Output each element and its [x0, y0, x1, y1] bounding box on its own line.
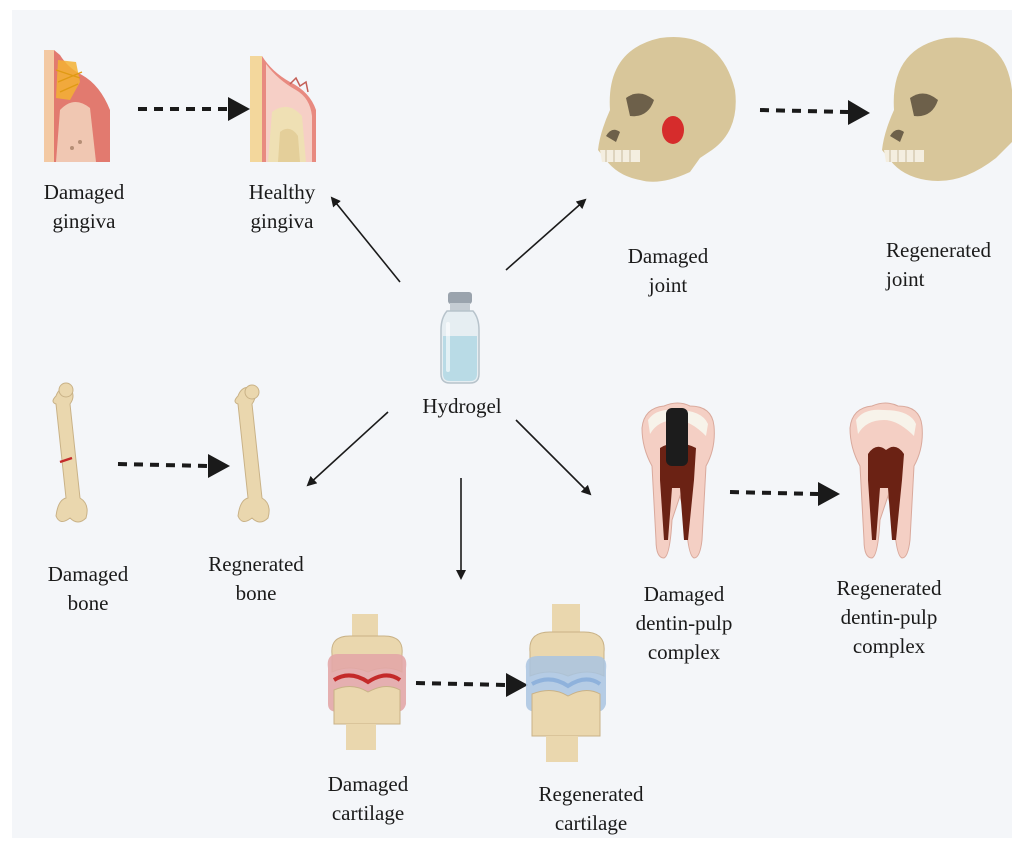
arrow-to-regnerated-bone [308, 412, 388, 485]
damaged-cartilage-label-line2: cartilage [308, 799, 428, 828]
regenerated-dentin-pulp-label: Regenerated dentin-pulp complex [824, 574, 954, 661]
regenerated-dentin-pulp-label-line2: dentin-pulp [824, 603, 954, 632]
damaged-bone-icon [53, 383, 87, 522]
cartilage-progression-arrow [416, 673, 528, 697]
regnerated-bone-label-line2: bone [196, 579, 316, 608]
regenerated-cartilage-label-line2: cartilage [528, 809, 654, 838]
dentin-pulp-progression-arrow [730, 482, 840, 506]
regenerated-joint-label: Regenerated joint [886, 236, 1006, 294]
damaged-cartilage-label-line1: Damaged [308, 770, 428, 799]
regenerated-cartilage-knee-icon [526, 604, 607, 762]
bone-progression-arrow [118, 454, 230, 478]
damaged-joint-label: Damaged joint [608, 242, 728, 300]
damaged-joint-label-line2: joint [608, 271, 728, 300]
damaged-dentin-pulp-tooth-icon [642, 403, 714, 558]
damaged-dentin-pulp-label-line3: complex [620, 638, 748, 667]
damaged-cartilage-label: Damaged cartilage [308, 770, 428, 828]
regnerated-bone-icon [235, 385, 269, 522]
arrow-to-damaged-dentin-pulp [516, 420, 590, 494]
damaged-bone-label-line1: Damaged [28, 560, 148, 589]
damaged-gingiva-label: Damaged gingiva [24, 178, 144, 236]
regnerated-bone-label-line1: Regnerated [196, 550, 316, 579]
healthy-gingiva-icon [250, 56, 316, 162]
damaged-joint-label-line1: Damaged [608, 242, 728, 271]
regenerated-cartilage-label-line1: Regenerated [528, 780, 654, 809]
damaged-dentin-pulp-label: Damaged dentin-pulp complex [620, 580, 748, 667]
arrow-to-healthy-gingiva [332, 198, 400, 282]
damaged-dentin-pulp-label-line1: Damaged [620, 580, 748, 609]
regenerated-joint-label-line1: Regenerated [886, 236, 1006, 265]
damaged-dentin-pulp-label-line2: dentin-pulp [620, 609, 748, 638]
healthy-gingiva-label-line2: gingiva [222, 207, 342, 236]
damaged-gingiva-icon [44, 50, 110, 162]
damaged-gingiva-label-line1: Damaged [24, 178, 144, 207]
arrow-to-damaged-joint [506, 200, 585, 270]
joint-progression-arrow [760, 100, 870, 125]
radial-arrows [308, 198, 590, 578]
regenerated-dentin-pulp-tooth-icon [850, 403, 922, 558]
damaged-bone-label: Damaged bone [28, 560, 148, 618]
hydrogel-label: Hydrogel [414, 392, 510, 421]
regnerated-bone-label: Regnerated bone [196, 550, 316, 608]
hydrogel-vial-icon [441, 292, 479, 383]
regenerated-joint-label-line2: joint [886, 265, 1006, 294]
healthy-gingiva-label-line1: Healthy [222, 178, 342, 207]
healthy-gingiva-label: Healthy gingiva [222, 178, 342, 236]
regenerated-cartilage-label: Regenerated cartilage [528, 780, 654, 838]
gingiva-progression-arrow [138, 97, 250, 121]
damaged-joint-skull-icon [598, 37, 736, 182]
regenerated-dentin-pulp-label-line3: complex [824, 632, 954, 661]
regenerated-joint-skull-icon [882, 37, 1012, 181]
damaged-cartilage-knee-icon [328, 614, 407, 750]
damaged-bone-label-line2: bone [28, 589, 148, 618]
damaged-gingiva-label-line2: gingiva [24, 207, 144, 236]
regenerated-dentin-pulp-label-line1: Regenerated [824, 574, 954, 603]
